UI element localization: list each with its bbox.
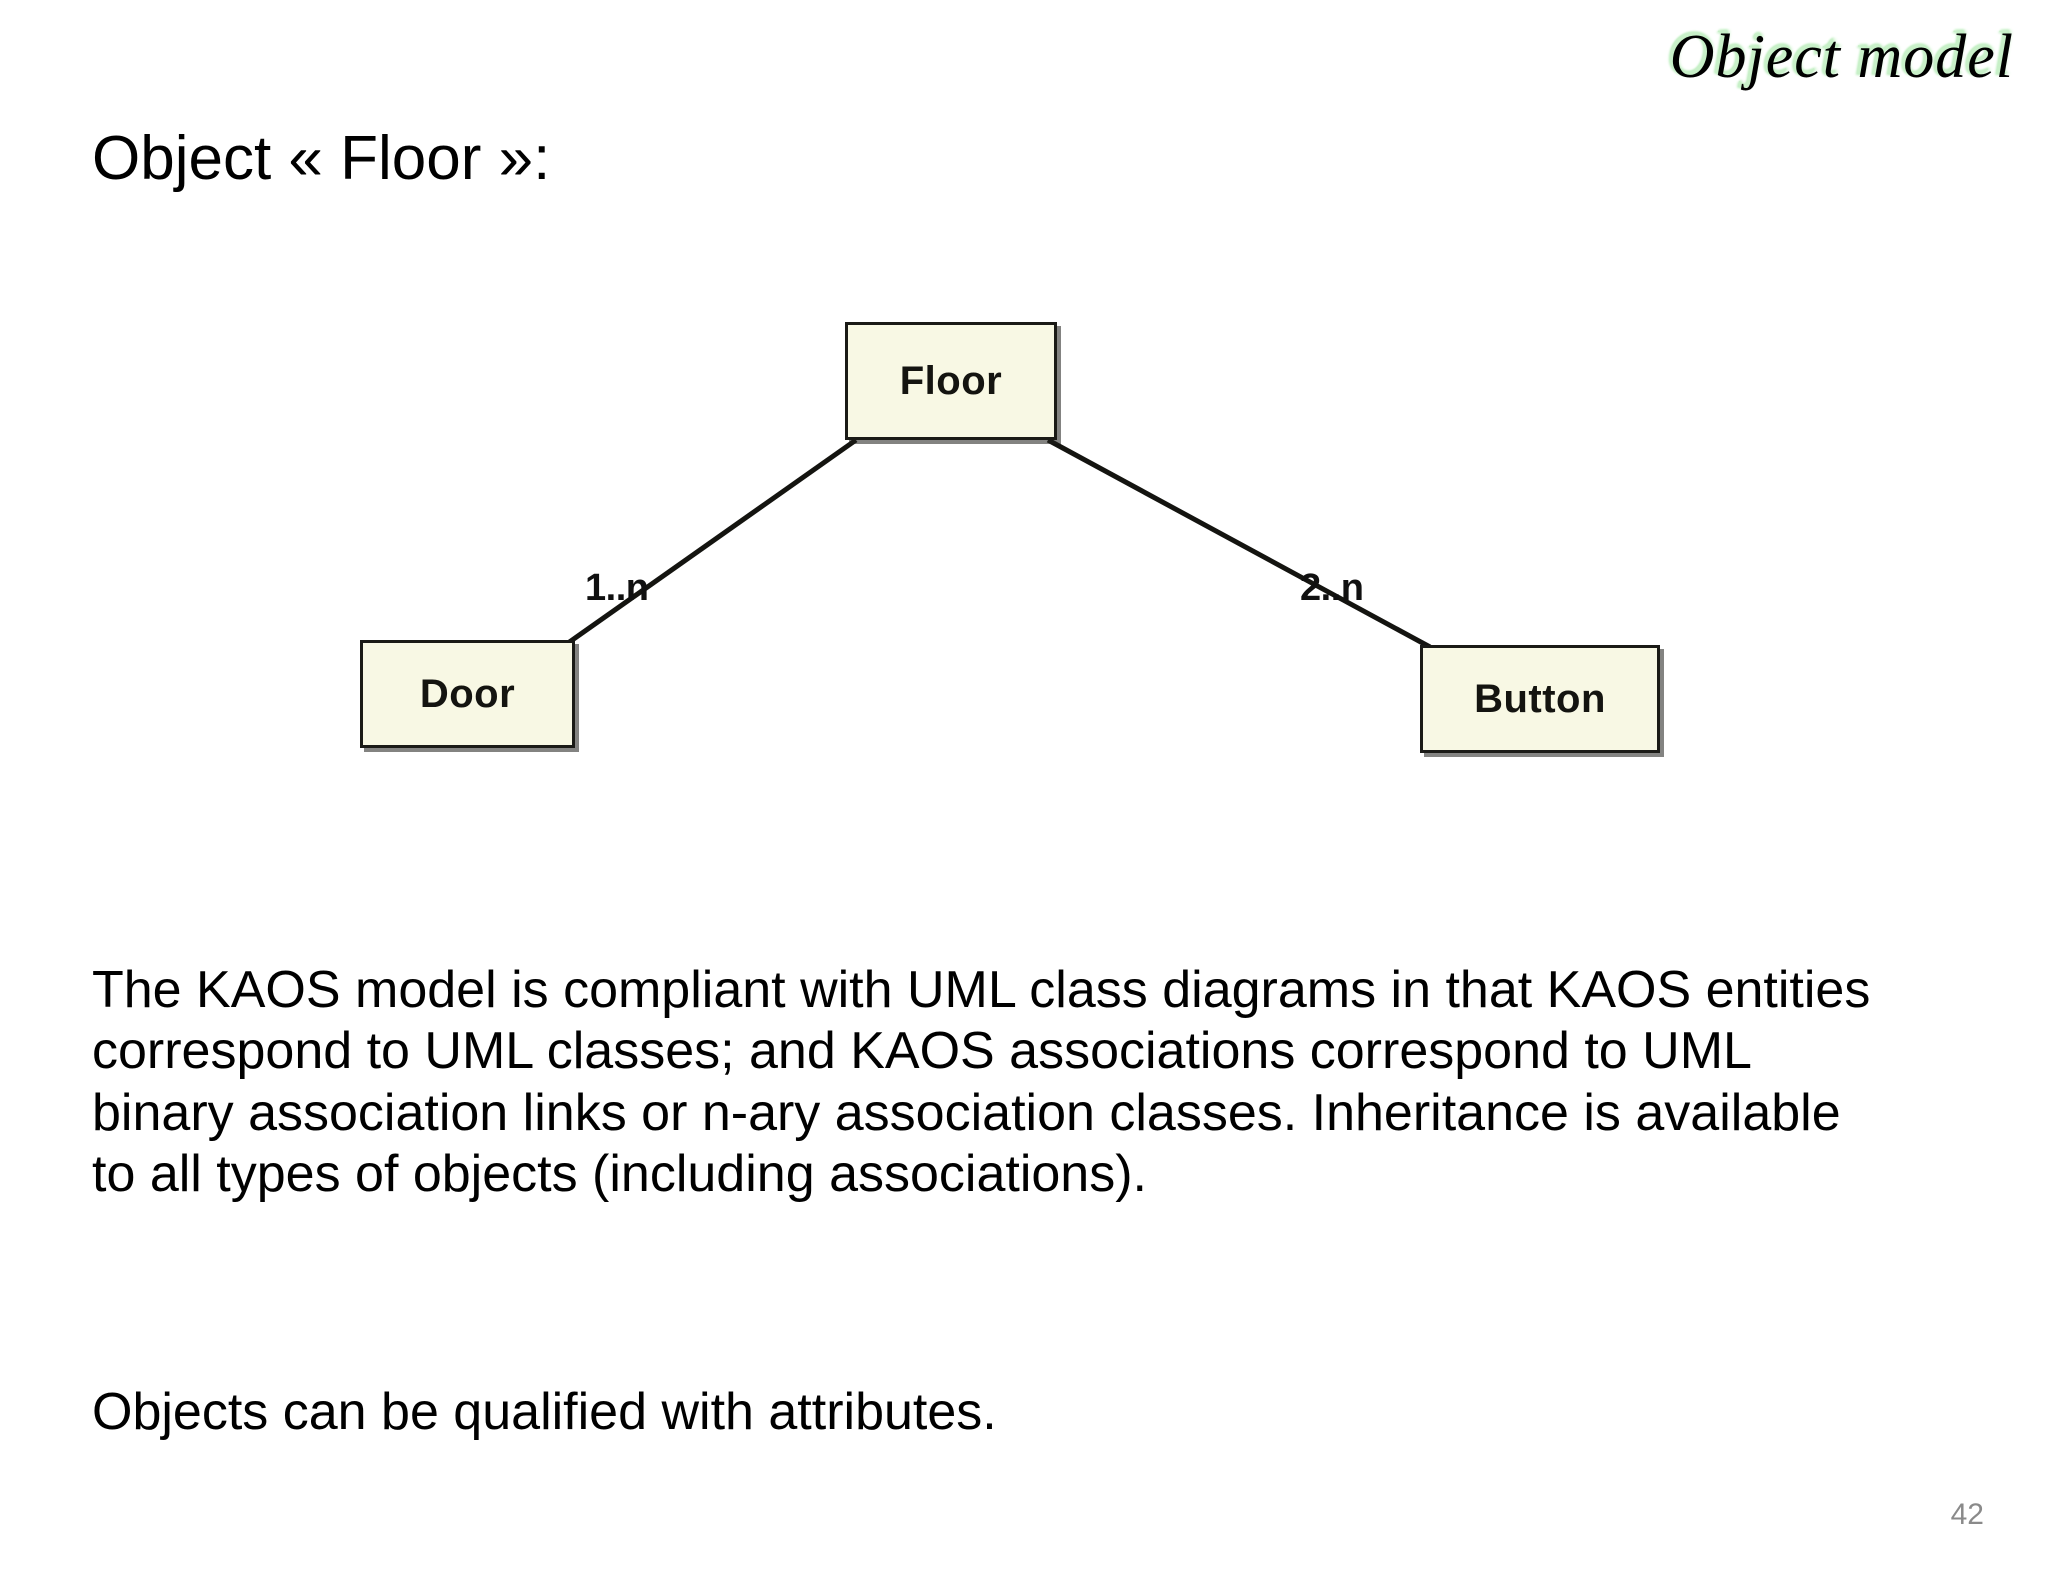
header-banner: Object model xyxy=(1669,23,2014,91)
association-line-floor-door xyxy=(566,437,858,646)
uml-class-button-label: Button xyxy=(1474,676,1606,721)
body-paragraph-extra: Objects can be qualified with attributes… xyxy=(92,1383,997,1441)
association-lines xyxy=(566,437,1432,650)
uml-class-door[interactable]: Door xyxy=(360,640,575,748)
uml-class-diagram: Floor Door Button 1..n 2..n xyxy=(300,285,1720,805)
multiplicity-label-button: 2..n xyxy=(1300,567,1364,609)
uml-class-floor-label: Floor xyxy=(899,358,1003,403)
multiplicity-label-door: 1..n xyxy=(585,567,649,609)
page-title: Object « Floor »: xyxy=(92,123,551,193)
uml-class-floor[interactable]: Floor xyxy=(845,322,1057,440)
uml-class-button[interactable]: Button xyxy=(1420,645,1660,753)
uml-class-door-label: Door xyxy=(419,671,516,716)
body-paragraph-main: The KAOS model is compliant with UML cla… xyxy=(92,961,1871,1204)
association-line-floor-button xyxy=(1046,437,1432,650)
page-number: 42 xyxy=(1950,1498,1984,1531)
